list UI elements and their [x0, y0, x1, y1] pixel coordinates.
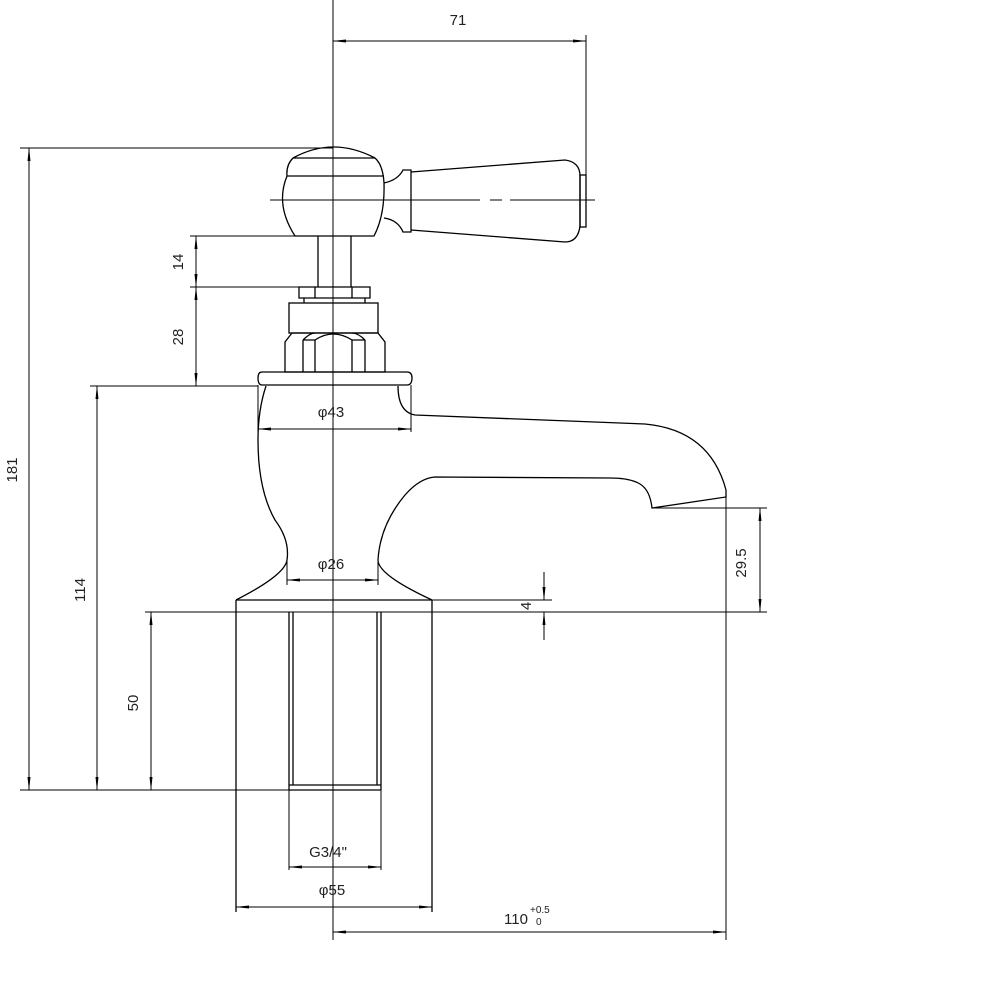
centerlines — [270, 0, 595, 940]
dim-base-thickness: 4 — [518, 602, 535, 610]
headwork — [257, 236, 413, 386]
extension-lines — [20, 35, 767, 940]
tolerance-upper: +0.5 — [530, 905, 550, 916]
dim-body-height: 114 — [72, 578, 89, 602]
dimension-lines — [27, 39, 762, 934]
lever-handle — [281, 146, 587, 243]
tap-body — [235, 385, 727, 912]
dim-spout-projection: 110 — [504, 911, 528, 928]
dim-spout-height: 29.5 — [733, 548, 750, 577]
dim-headwork: 28 — [170, 329, 187, 346]
dimension-labels: 71 181 14 28 114 50 φ43 φ26 29.5 4 G3/4"… — [4, 12, 750, 928]
dim-handle-stem: 14 — [170, 254, 187, 271]
dim-handle-reach: 71 — [450, 12, 467, 29]
tolerance-lower: 0 — [536, 917, 542, 928]
dim-base-diameter: φ55 — [319, 882, 345, 899]
dim-thread: G3/4" — [309, 844, 347, 861]
dim-flange-diameter: φ43 — [318, 404, 344, 421]
dim-total-height: 181 — [4, 457, 21, 482]
dim-tail-length: 50 — [125, 695, 142, 712]
dim-waist-diameter: φ26 — [318, 556, 344, 573]
